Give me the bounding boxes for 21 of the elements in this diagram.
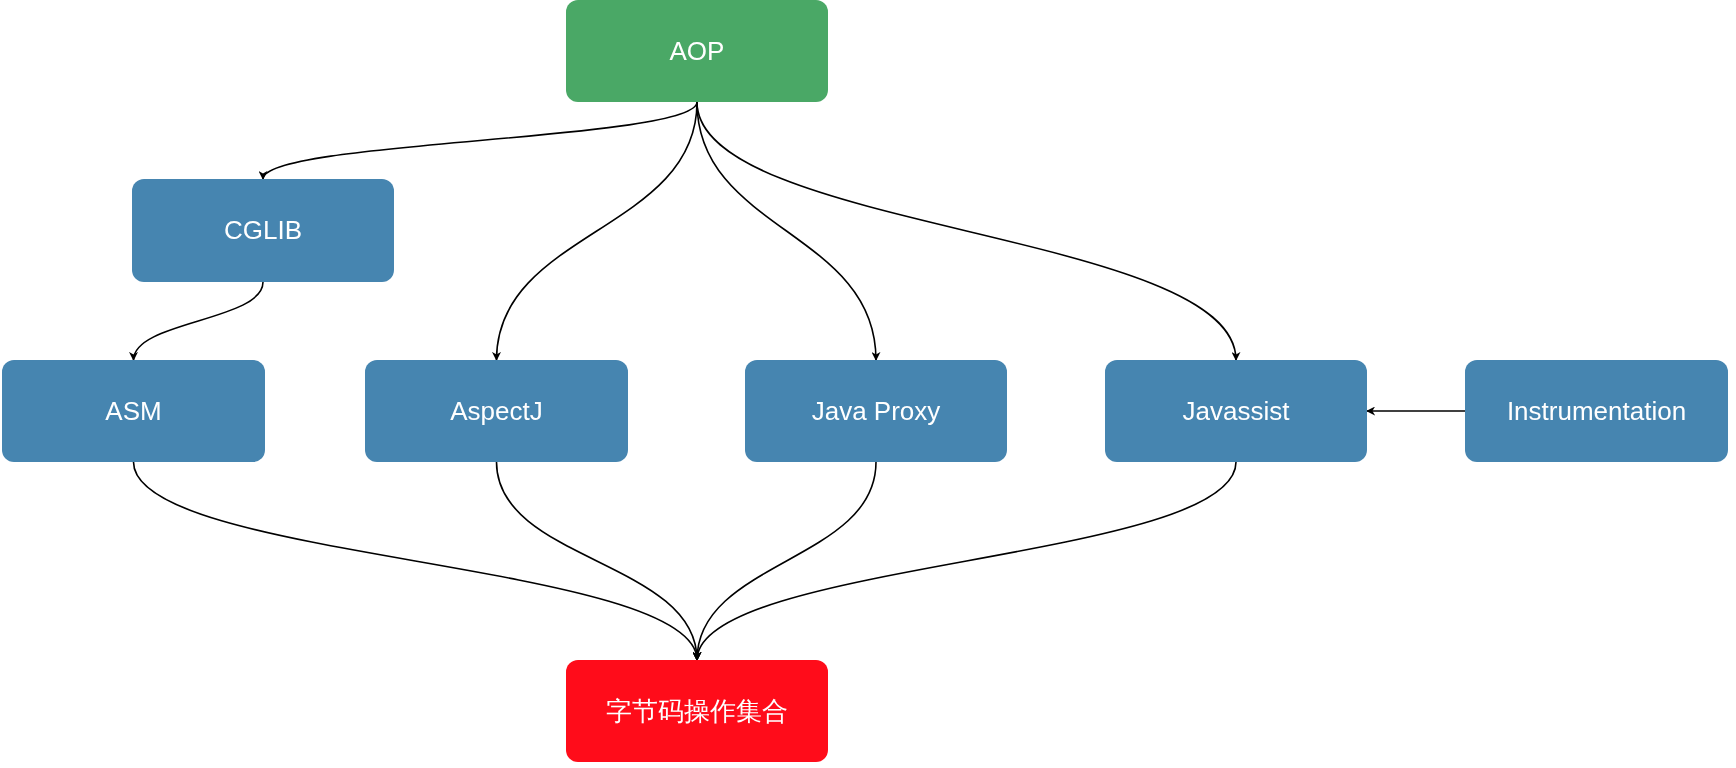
process-box — [745, 360, 1007, 462]
process-box — [566, 0, 828, 102]
arrow — [696, 101, 1238, 361]
process-box — [1465, 360, 1728, 462]
process-box — [566, 660, 828, 762]
process-box — [365, 360, 628, 462]
arrow — [131, 281, 264, 361]
node-label: Javassist — [1182, 395, 1290, 427]
node-label: Java Proxy — [811, 395, 941, 427]
process-box — [2, 360, 265, 462]
process-box — [1105, 360, 1367, 462]
node-label: CGLIB — [224, 215, 302, 246]
arrow — [1366, 406, 1466, 416]
node-label: AspectJ — [450, 395, 543, 427]
process-box — [132, 179, 394, 282]
arrow — [262, 101, 698, 180]
node-label: 字节码操作集合 — [606, 694, 788, 728]
arrow — [696, 461, 1237, 661]
node-label: ASM — [105, 395, 162, 427]
node-label: Instrumentation — [1506, 395, 1687, 427]
node-label: AOP — [669, 35, 725, 67]
